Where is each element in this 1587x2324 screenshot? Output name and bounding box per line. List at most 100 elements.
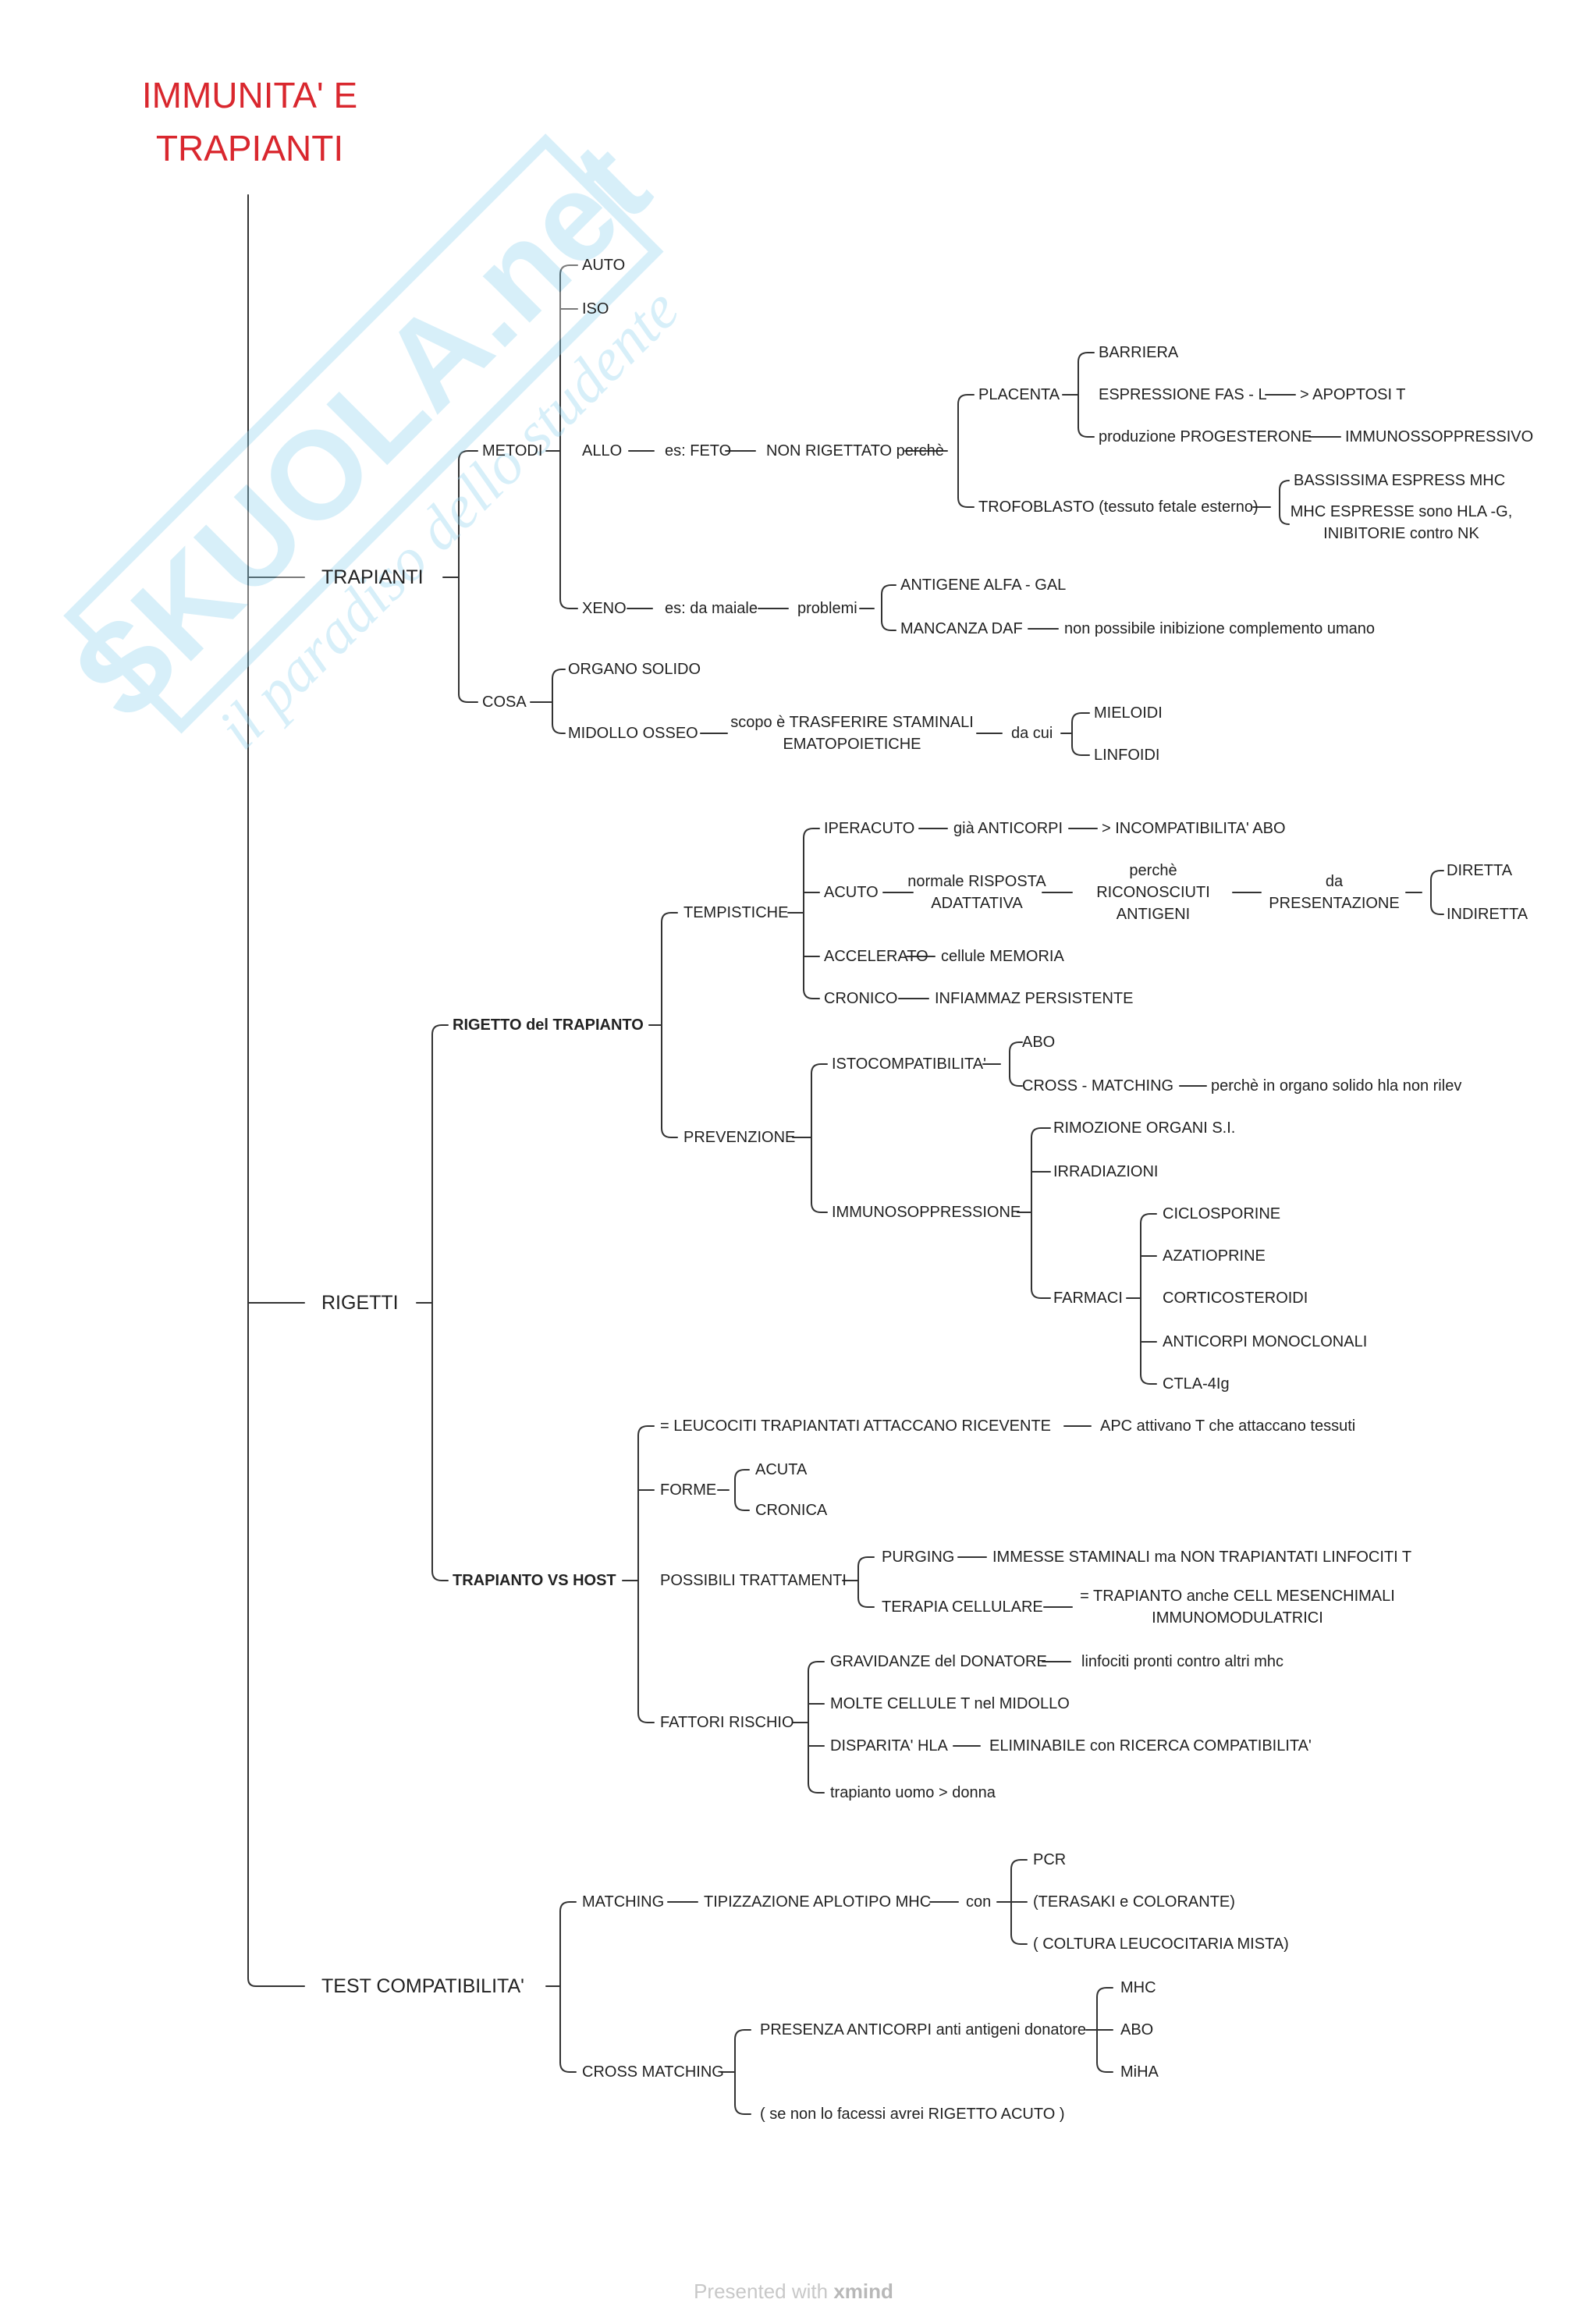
node-mhc-espresse-line1: MHC ESPRESSE sono HLA -G, (1290, 503, 1513, 520)
node-indiretta: INDIRETTA (1447, 906, 1528, 923)
node-da-cui: da cui (1011, 725, 1053, 742)
node-iso: ISO (582, 300, 609, 318)
node-uomo-donna: trapianto uomo > donna (830, 1784, 996, 1801)
node-ctla: CTLA-4Ig (1163, 1375, 1230, 1393)
node-istocompatibilita: ISTOCOMPATIBILITA' (832, 1056, 986, 1073)
node-cellule-memoria: cellule MEMORIA (941, 948, 1064, 965)
node-terasaki: (TERASAKI e COLORANTE) (1033, 1893, 1235, 1911)
node-metodi: METODI (482, 442, 543, 459)
node-gravidanze: GRAVIDANZE del DONATORE (830, 1653, 1047, 1670)
node-cronico: CRONICO (824, 990, 898, 1007)
node-es-feto: es: FETO (665, 442, 732, 459)
node-possibili-trattamenti: POSSIBILI TRATTAMENTI (660, 1572, 847, 1589)
node-non-rigettato: NON RIGETTATO perchè (766, 442, 944, 459)
node-ciclosporine: CICLOSPORINE (1163, 1205, 1281, 1222)
node-trapianto-anche: = TRAPIANTO anche CELL MESENCHIMALI IMMUN… (1080, 1585, 1395, 1629)
node-auto: AUTO (582, 257, 626, 274)
node-immesse-staminali: IMMESSE STAMINALI ma NON TRAPIANTATI LIN… (992, 1549, 1412, 1566)
node-mhc-espresse: MHC ESPRESSE sono HLA -G, INIBITORIE cont… (1291, 501, 1513, 545)
node-allo: ALLO (582, 442, 623, 459)
node-da-presentazione-line2: PRESENTAZIONE (1269, 895, 1400, 912)
node-matching: MATCHING (582, 1893, 665, 1911)
node-es-maiale: es: da maiale (665, 600, 758, 617)
node-coltura: ( COLTURA LEUCOCITARIA MISTA) (1033, 1935, 1289, 1953)
node-abo2: ABO (1120, 2021, 1154, 2038)
node-immunosoppressivo: IMMUNOSSOPPRESSIVO (1345, 428, 1534, 445)
node-leucociti: = LEUCOCITI TRAPIANTATI ATTACCANO RICEVE… (660, 1417, 1051, 1435)
node-scopo-line1: scopo è TRASFERIRE STAMINALI (730, 714, 974, 731)
node-rigetti: RIGETTI (321, 1292, 399, 1314)
node-cross-matching-dash: CROSS - MATCHING (1022, 1077, 1174, 1095)
node-acuto: ACUTO (824, 884, 879, 901)
node-test-compatibilita: TEST COMPATIBILITA' (321, 1975, 524, 1997)
node-perche-line1: perchè (1129, 862, 1177, 879)
node-con: con (966, 1893, 992, 1911)
page-title: IMMUNITA' E TRAPIANTI (141, 75, 358, 169)
node-organo-solido: ORGANO SOLIDO (568, 661, 701, 678)
node-espressione-fas: ESPRESSIONE FAS - L (1099, 386, 1267, 403)
node-purging: PURGING (882, 1549, 955, 1566)
node-acuta: ACUTA (755, 1461, 808, 1478)
node-mhc-espresse-line2: INIBITORIE contro NK (1323, 525, 1479, 542)
node-produzione-progesterone: produzione PROGESTERONE (1099, 428, 1312, 445)
node-immunosoppressione: IMMUNOSOPPRESSIONE (832, 1204, 1021, 1221)
node-miha: MiHA (1120, 2063, 1159, 2081)
node-fattori-rischio: FATTORI RISCHIO (660, 1714, 794, 1731)
node-barriera: BARRIERA (1099, 344, 1179, 361)
node-azatioprine: AZATIOPRINE (1163, 1247, 1266, 1265)
node-problemi: problemi (797, 600, 857, 617)
node-trofoblasto: TROFOBLASTO (tessuto fetale esterno) (978, 499, 1259, 516)
node-diretta: DIRETTA (1447, 862, 1513, 879)
node-trapianto-anche-line1: = TRAPIANTO anche CELL MESENCHIMALI (1080, 1588, 1395, 1605)
node-molte-cellule: MOLTE CELLULE T nel MIDOLLO (830, 1695, 1070, 1712)
node-corticosteroidi: CORTICOSTEROIDI (1163, 1290, 1308, 1307)
node-mhc: MHC (1120, 1979, 1156, 1996)
node-apoptosi: > APOPTOSI T (1300, 386, 1406, 403)
node-cosa: COSA (482, 694, 527, 711)
node-cross-matching: CROSS MATCHING (582, 2063, 724, 2081)
node-irradiazioni: IRRADIAZIONI (1053, 1163, 1159, 1180)
node-perche-line2: RICONOSCIUTI (1096, 884, 1210, 901)
node-da-presentazione-line1: da (1325, 873, 1344, 890)
node-eliminabile: ELIMINABILE con RICERCA COMPATIBILITA' (989, 1737, 1312, 1755)
node-linfociti-pronti: linfociti pronti contro altri mhc (1081, 1653, 1283, 1670)
node-forme: FORME (660, 1481, 717, 1499)
node-mancanza-daf: MANCANZA DAF (900, 620, 1023, 637)
node-anticorpi-monoclonali: ANTICORPI MONOCLONALI (1163, 1333, 1368, 1350)
node-trapianti: TRAPIANTI (321, 566, 424, 588)
node-prevenzione: PREVENZIONE (683, 1129, 796, 1146)
node-placenta: PLACENTA (978, 386, 1060, 403)
node-abo: ABO (1022, 1034, 1056, 1051)
node-rigetto-del-trapianto: RIGETTO del TRAPIANTO (453, 1017, 644, 1034)
node-perche-organo: perchè in organo solido hla non rilev (1211, 1077, 1462, 1095)
node-antigene-alfa: ANTIGENE ALFA - GAL (900, 577, 1067, 594)
node-cronica: CRONICA (755, 1502, 828, 1519)
node-gia-anticorpi: già ANTICORPI (953, 820, 1063, 837)
node-trapianto-anche-line2: IMMUNOMODULATRICI (1152, 1609, 1323, 1627)
node-accelerato: ACCELERATO (824, 948, 928, 965)
node-perche-line3: ANTIGENI (1116, 906, 1191, 923)
node-tipizzazione: TIPIZZAZIONE APLOTIPO MHC (704, 1893, 932, 1911)
node-non-possibile: non possibile inibizione complemento uma… (1064, 620, 1376, 637)
node-farmaci: FARMACI (1053, 1290, 1123, 1307)
node-normale-risposta-line2: ADATTATIVA (931, 895, 1023, 912)
node-terapia-cellulare: TERAPIA CELLULARE (882, 1598, 1043, 1616)
node-presenza-anticorpi: PRESENZA ANTICORPI anti antigeni donator… (760, 2021, 1086, 2038)
xmind-logo-text: xmind (833, 2280, 893, 2303)
node-disparita: DISPARITA' HLA (830, 1737, 948, 1755)
node-normale-risposta: normale RISPOSTA ADATTATIVA (907, 871, 1046, 914)
node-midollo-osseo: MIDOLLO OSSEO (568, 725, 698, 742)
node-tempistiche: TEMPISTICHE (683, 904, 789, 921)
node-bassissima: BASSISSIMA ESPRESS MHC (1294, 472, 1506, 489)
node-xeno: XENO (582, 600, 627, 617)
node-se-non: ( se non lo facessi avrei RIGETTO ACUTO … (760, 2106, 1065, 2123)
node-infiammaz: INFIAMMAZ PERSISTENTE (935, 990, 1134, 1007)
node-incompatibilita-abo: > INCOMPATIBILITA' ABO (1102, 820, 1286, 837)
node-normale-risposta-line1: normale RISPOSTA (907, 873, 1046, 890)
node-linfoidi: LINFOIDI (1094, 747, 1160, 764)
node-iperacuto: IPERACUTO (824, 820, 915, 837)
